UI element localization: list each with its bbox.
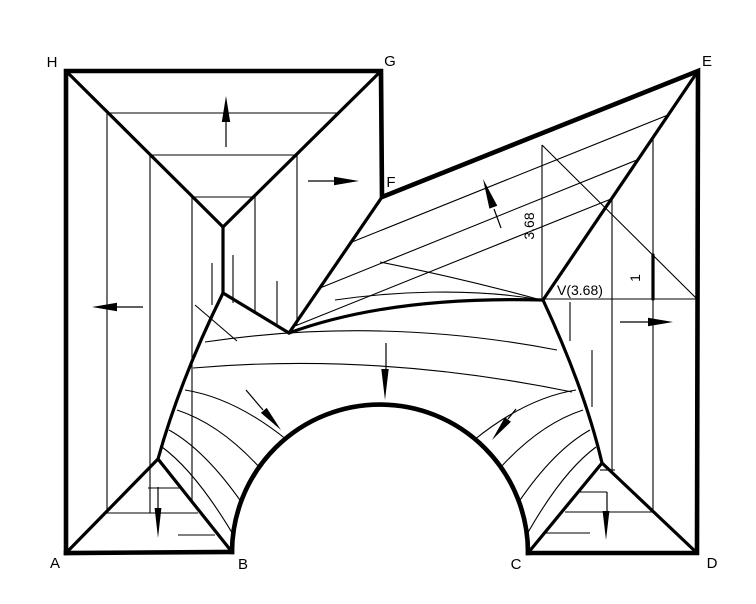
hip-valley-ridge-lines — [64, 69, 700, 555]
dimension-annotations: V(3.68) 3.68 1 — [521, 212, 643, 298]
slope-arrows — [92, 96, 673, 540]
thin-construction-lines — [106, 112, 698, 537]
slope-arrow-arch-left-icon — [245, 389, 281, 430]
hip-to-D — [600, 461, 699, 555]
valley-point-label: V(3.68) — [557, 282, 603, 298]
label-B: B — [238, 556, 248, 573]
arch-opening — [229, 402, 531, 556]
slope-arrow-left-icon — [92, 302, 143, 312]
label-A: A — [50, 555, 60, 572]
label-D: D — [707, 555, 718, 572]
hip-E-to-V — [541, 69, 700, 302]
hip-H — [64, 69, 225, 229]
unit-rise-label: 1 — [627, 274, 643, 282]
ridge-companion-contours — [194, 261, 542, 342]
label-E: E — [702, 53, 712, 70]
hip-to-C — [526, 461, 604, 555]
fe-plane-contours — [294, 114, 669, 327]
right-valley-verticals — [569, 302, 593, 407]
left-roof-vertical-contours — [106, 112, 298, 513]
vertex-labels: H G E F A B C D — [47, 53, 718, 573]
edge-F-notch — [287, 195, 384, 335]
label-H: H — [47, 54, 58, 71]
border-left-top-right — [63, 67, 701, 556]
valley-to-notch — [221, 291, 291, 335]
hip-to-B — [156, 457, 234, 554]
valley-right — [541, 298, 604, 465]
slope-arrow-arch-right-icon — [492, 408, 517, 440]
curved-ridge — [287, 298, 545, 335]
arch-roof-contours — [161, 330, 597, 537]
slope-arrow-arch-center-icon — [381, 343, 389, 400]
slope-arrow-right-v-icon — [620, 317, 673, 327]
slope-arrow-pyramid-left-icon — [154, 487, 162, 538]
slope-arrow-pyramid-right-icon — [602, 492, 610, 540]
label-G: G — [384, 53, 396, 70]
hip-to-A — [64, 457, 160, 555]
hip-G — [221, 69, 383, 229]
slope-arrow-up-icon — [221, 96, 231, 147]
slope-arrow-fe-plane-icon — [483, 179, 502, 229]
slope-arrow-right-f-icon — [308, 176, 359, 186]
outer-border — [63, 67, 701, 556]
left-pyramid-contours — [107, 487, 215, 536]
slope-height-label: 3.68 — [521, 212, 537, 239]
label-F: F — [386, 174, 395, 191]
valley-left — [156, 291, 225, 461]
label-C: C — [511, 556, 522, 573]
border-bottom-left — [63, 549, 235, 556]
slope-construction-triangle — [541, 137, 698, 510]
